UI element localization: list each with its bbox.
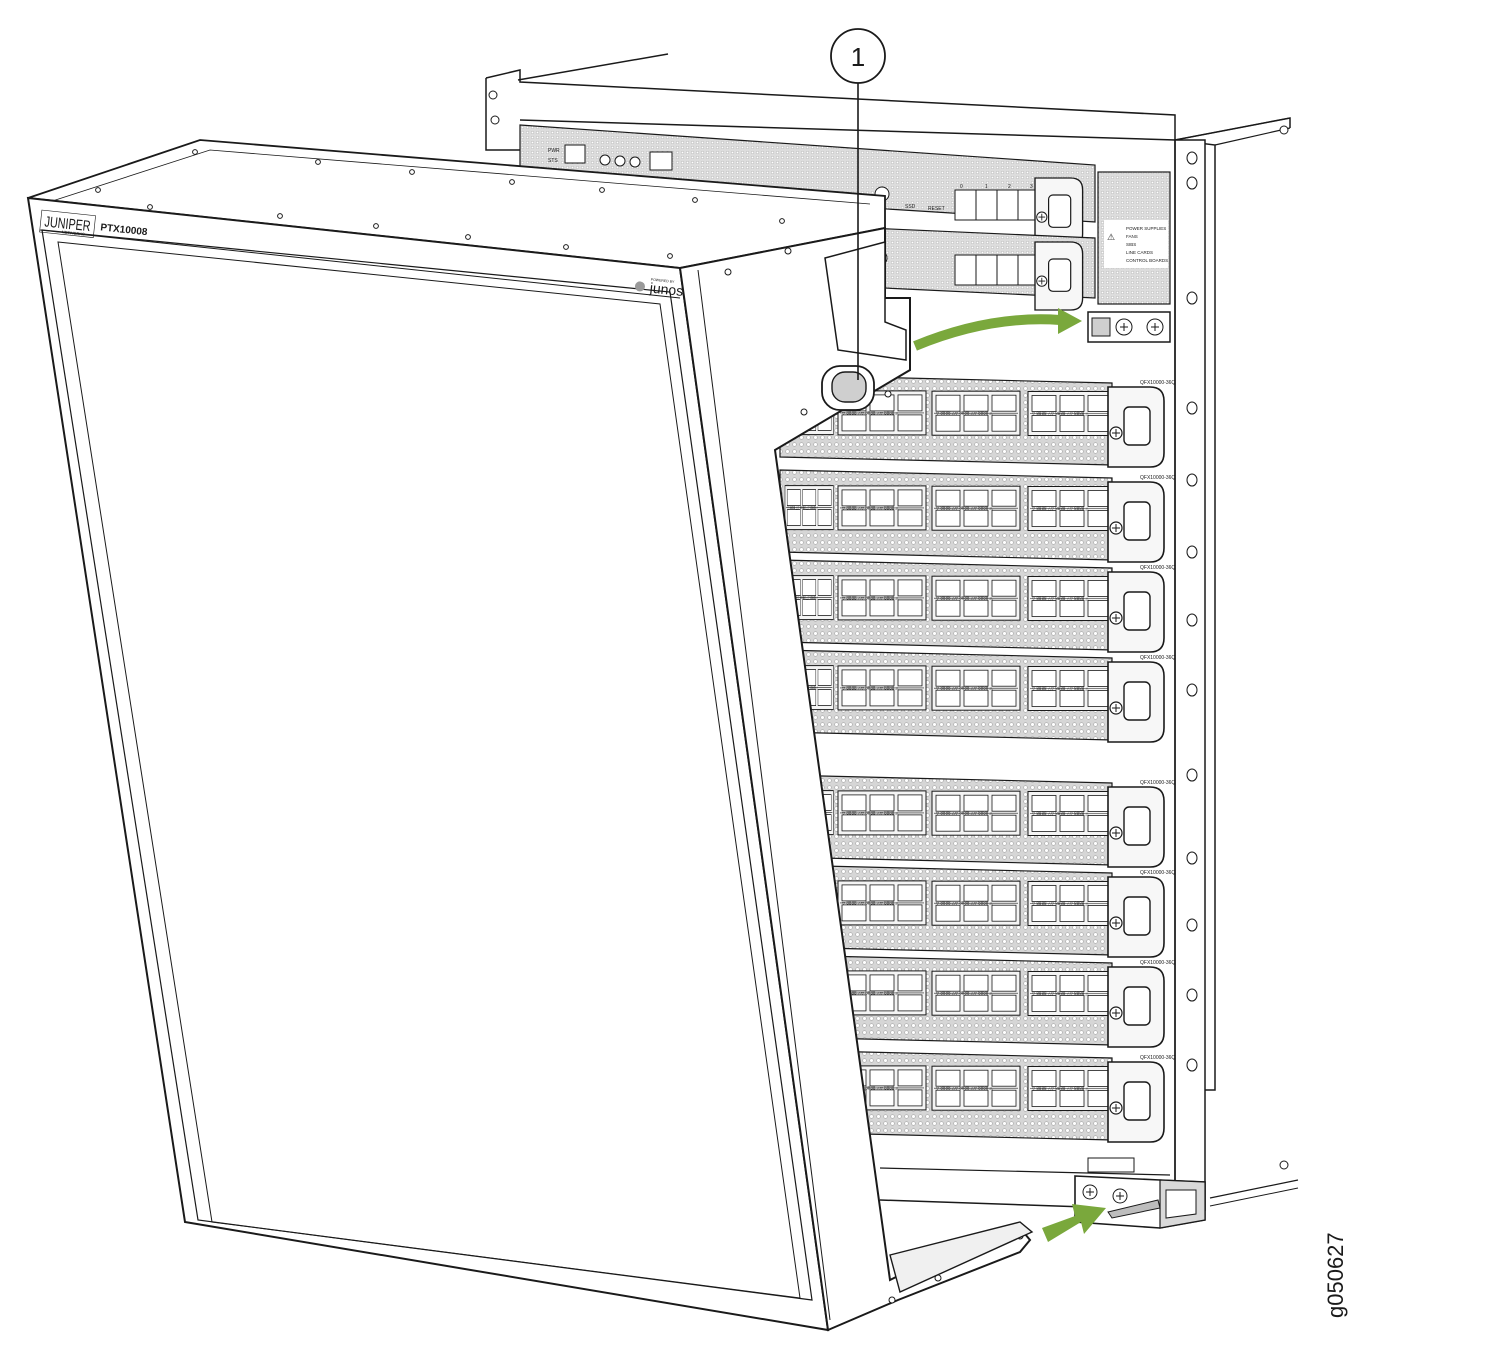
reset-label: RESET [928,206,945,212]
line-card-label: QFX10000-36Q [1140,870,1175,876]
qsfp-port-block [931,665,1021,711]
line-card-ejector-handle[interactable] [1107,966,1165,1048]
qsfp-port-block [784,485,834,531]
ssd-label: SSD [905,204,916,210]
bottom-arrow [1042,1204,1106,1242]
door-branding: JUNIPER NETWORKS PTX10008 [39,209,149,238]
figure-id: g050627 [1323,1232,1348,1318]
qsfp-port-block [1027,666,1117,711]
qsfp-port-block [837,485,927,531]
line-card: QFX10000-36Q [779,774,1175,868]
warning-icon: ⚠ [1107,232,1115,242]
qsfp-port-block [1027,971,1117,1016]
door-handle[interactable] [821,365,875,411]
brand-sub: NETWORKS [61,229,85,236]
line-card: QFX10000-36Q [779,649,1175,743]
port-2-label: 2 [1008,184,1011,190]
line-card-ejector-handle[interactable] [1107,1061,1165,1143]
status-fans: FANS [1126,234,1138,239]
line-cards: QFX10000-36Q QFX10000-36Q QFX10000-36Q QFX1… [779,374,1175,1143]
status-power-supplies: POWER SUPPLIES [1126,226,1166,231]
line-card-label: QFX10000-36Q [1140,960,1175,966]
status-line-cards: LINE CARDS [1126,250,1153,255]
router-chassis: PWR STS 0 1 2 3 RESET SSD [485,53,1299,1229]
line-card-ejector-handle[interactable] [1107,481,1165,563]
qsfp-port-block [837,790,927,836]
qsfp-port-block [931,1065,1021,1111]
qsfp-port-block [931,485,1021,531]
qsfp-port-block [1027,576,1117,621]
brand-logo: JUNIPER [44,214,92,236]
junos-logo: junos POWERED BY [634,278,684,299]
line-card-label: QFX10000-36Q [1140,780,1175,786]
line-card: QFX10000-36Q [779,559,1175,653]
status-control-boards: CONTROL BOARDS [1126,258,1168,263]
line-card-label: QFX10000-36Q [1140,565,1175,571]
front-door: JUNIPER NETWORKS PTX10008 junos POWERED … [26,139,1034,1332]
qsfp-port-block [1027,1066,1117,1111]
callout-number: 1 [851,42,865,72]
top-door-bracket [1087,311,1171,343]
port-3-label: 3 [1030,184,1033,190]
qsfp-port-block [1027,486,1117,531]
line-card: QFX10000-36Q [779,469,1175,563]
line-card-ejector-handle[interactable] [1107,386,1165,468]
qsfp-port-block [931,790,1021,836]
qsfp-port-block [1027,881,1117,926]
control-board-top: PWR STS 0 1 2 3 RESET SSD [519,124,1096,247]
qsfp-port-block [931,970,1021,1016]
qsfp-port-block [837,575,927,621]
rack-ear-holes [1186,151,1198,1072]
qsfp-port-block [1027,391,1117,436]
line-card-ejector-handle[interactable] [1107,661,1165,743]
status-sibs: SIBS [1126,242,1136,247]
qsfp-port-block [931,390,1021,436]
qsfp-port-block [837,880,927,926]
status-led-panel: POWER SUPPLIES FANS SIBS LINE CARDS CONT… [1097,171,1171,305]
os-logo-sub: POWERED BY [651,278,676,285]
top-arrow [913,308,1082,351]
line-card-label: QFX10000-36Q [1140,380,1175,386]
qsfp-port-block [931,575,1021,621]
bottom-door-bracket [1074,1175,1206,1229]
door-top-screws [95,149,785,259]
qsfp-port-block [837,665,927,711]
qsfp-port-block [1027,791,1117,836]
callout-1: 1 [830,28,886,380]
port-0-label: 0 [960,184,963,190]
line-card-label: QFX10000-36Q [1140,475,1175,481]
pwr-label: PWR [548,148,560,154]
qsfp-port-block [931,880,1021,926]
line-card-ejector-handle[interactable] [1107,876,1165,958]
sts-label: STS [548,158,558,164]
line-card-label: QFX10000-36Q [1140,1055,1175,1061]
line-card-ejector-handle[interactable] [1107,786,1165,868]
line-card-ejector-handle[interactable] [1107,571,1165,653]
port-1-label: 1 [985,184,988,190]
os-logo: junos [648,279,684,299]
model-name: PTX10008 [100,222,149,238]
line-card-label: QFX10000-36Q [1140,655,1175,661]
